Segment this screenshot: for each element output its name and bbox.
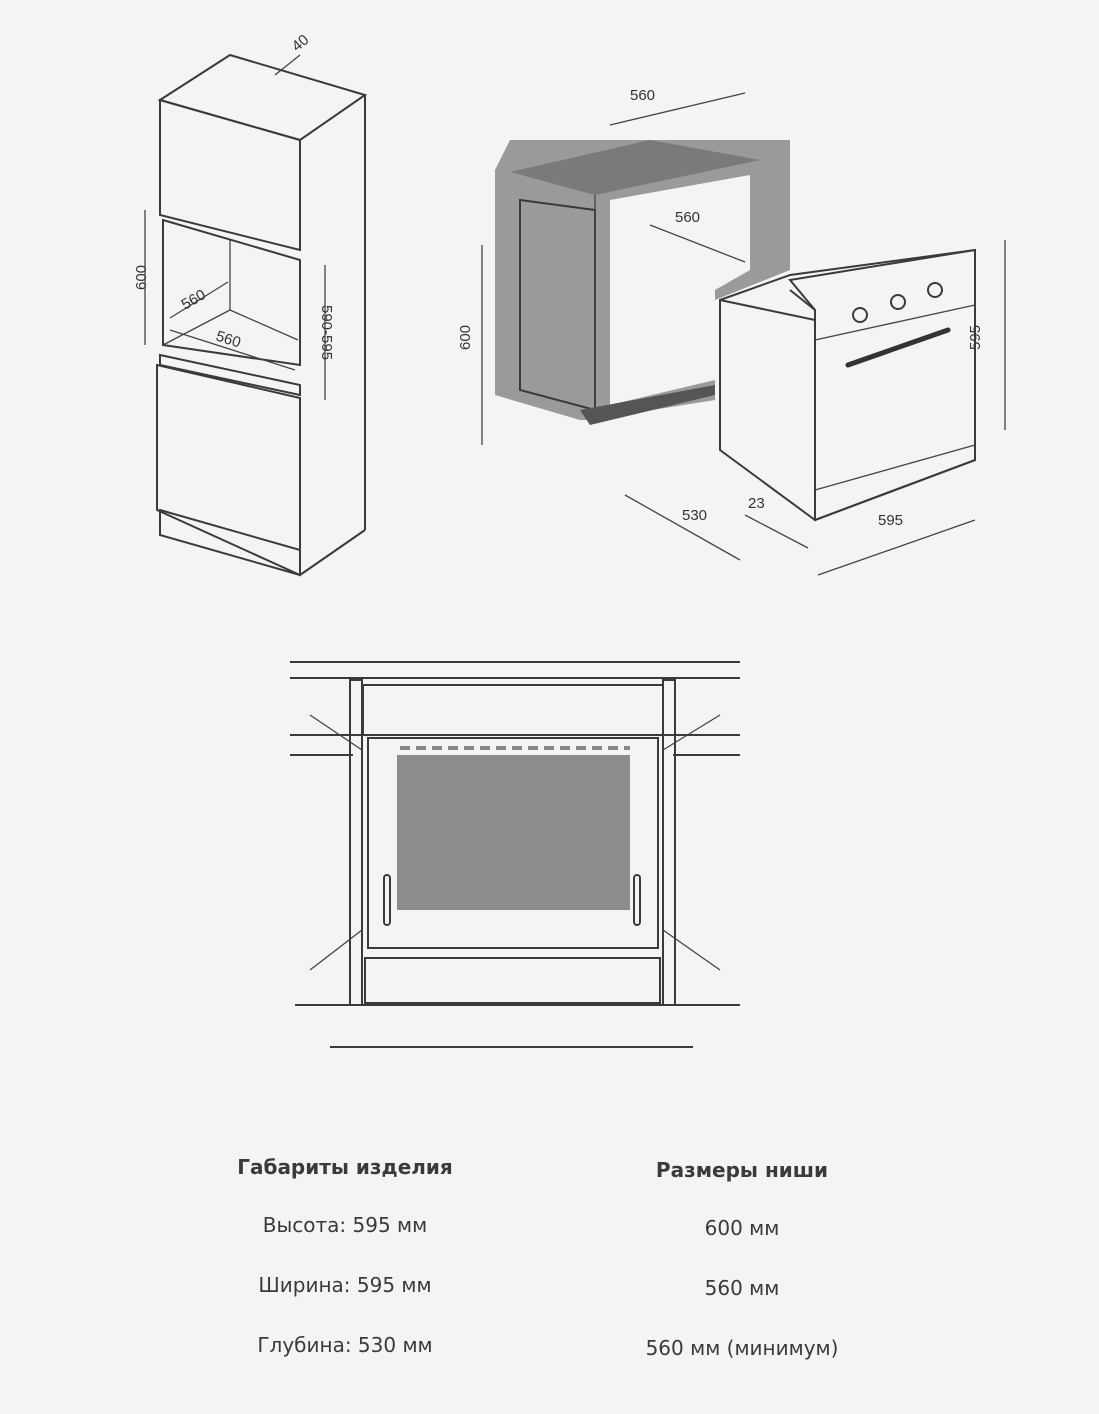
niche-dimensions-title: Размеры ниши [655,1158,829,1182]
product-dimensions-section: Габариты изделия Высота: 595 мм Ширина: … [165,1155,525,1357]
tall-cabinet-outline [156,53,368,577]
niche-cabinet [495,140,790,425]
niche-dimensions-section: Размеры ниши 600 мм 560 мм 560 мм (миним… [562,1158,922,1360]
niche-height: 600 мм [704,1216,780,1240]
oven-door-handle [845,327,951,368]
niche-depth: 560 мм (минимум) [645,1336,839,1360]
dim-oven-depth: 530 [682,507,707,524]
dim-front-thickness: 23 [748,495,765,512]
dim-niche-width: 560 [214,328,243,352]
front-elevation [290,661,740,1048]
undercounter-dimensions: 560 560 600 595 530 23 595 [457,87,1006,576]
dim-niche-height: 600 [133,265,150,290]
oven-knob-icon [927,282,943,298]
product-height: Высота: 595 мм [262,1213,428,1237]
niche-width: 560 мм [704,1276,780,1300]
product-dimensions-title: Габариты изделия [237,1155,453,1179]
product-depth: Глубина: 530 мм [257,1333,433,1357]
product-width: Ширина: 595 мм [258,1273,432,1297]
dim-niche-height: 600 [457,325,474,350]
oven [719,248,976,522]
undercounter-diagram: 560 560 600 595 530 23 595 [457,87,1006,576]
oven-knob-icon [852,307,868,323]
tall-cabinet-diagram: 40 600 560 560 590-595 [133,31,368,577]
dim-oven-height-range: 590-595 [318,305,335,360]
dim-oven-width: 595 [878,512,903,529]
dim-oven-height: 595 [967,325,984,350]
oven-knob-icon [890,294,906,310]
front-installation-diagram [290,661,740,1048]
dim-top-width: 560 [630,87,655,104]
dim-inner-width: 560 [675,209,700,226]
oven-window [397,755,630,910]
